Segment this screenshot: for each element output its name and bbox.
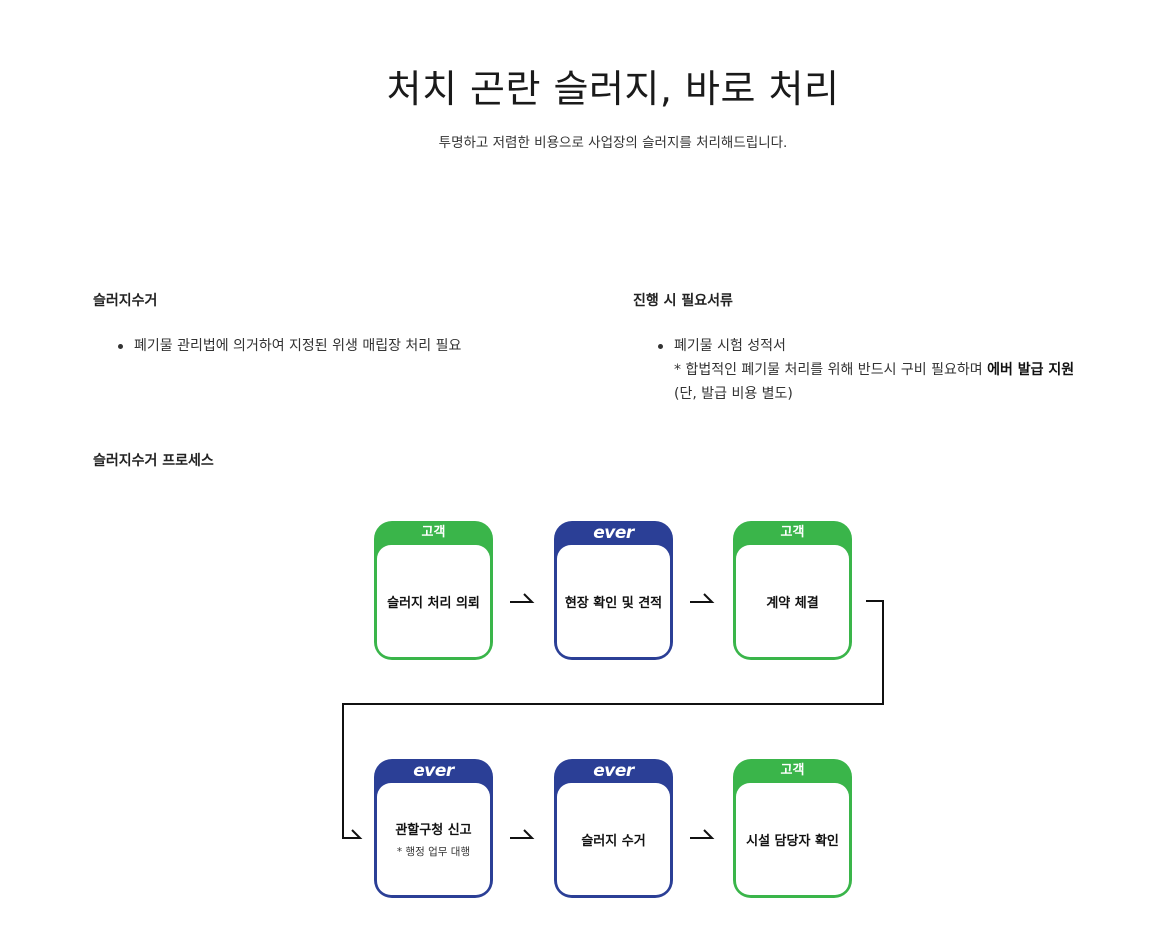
list-item: 폐기물 시험 성적서 * 합법적인 폐기물 처리를 위해 반드시 구비 필요하며… bbox=[654, 334, 1124, 406]
step-label: 관할구청 신고 bbox=[395, 823, 472, 838]
ever-logo: ever bbox=[413, 761, 454, 781]
step-label: 계약 체결 bbox=[766, 595, 819, 611]
arrow-1-2 bbox=[510, 593, 535, 603]
step-tag: 고객 bbox=[780, 763, 805, 778]
step-label: 시설 담당자 확인 bbox=[746, 833, 839, 849]
process-step: 고객 슬러지 처리 의뢰 bbox=[374, 521, 493, 660]
process-step: 고객 계약 체결 bbox=[733, 521, 852, 660]
process-step: ever 슬러지 수거 bbox=[554, 759, 673, 898]
row-connector bbox=[342, 600, 884, 839]
documents-heading: 진행 시 필요서류 bbox=[633, 293, 733, 309]
arrow-4-5 bbox=[510, 829, 535, 839]
document-note-text: * 합법적인 폐기물 처리를 위해 반드시 구비 필요하며 bbox=[674, 362, 988, 378]
step-label: 슬러지 처리 의뢰 bbox=[387, 595, 480, 611]
documents-list: 폐기물 시험 성적서 * 합법적인 폐기물 처리를 위해 반드시 구비 필요하며… bbox=[654, 334, 1124, 406]
step-tag: 고객 bbox=[421, 525, 446, 540]
arrow-2-3 bbox=[690, 593, 715, 603]
step-tag: 고객 bbox=[780, 525, 805, 540]
step-label: 슬러지 수거 bbox=[581, 833, 646, 849]
collection-list: 폐기물 관리법에 의거하여 지정된 위생 매립장 처리 필요 bbox=[114, 334, 554, 358]
arrow-5-6 bbox=[690, 829, 715, 839]
list-item: 폐기물 관리법에 의거하여 지정된 위생 매립장 처리 필요 bbox=[114, 334, 554, 358]
page-subtitle: 투명하고 저렴한 비용으로 사업장의 슬러지를 처리해드립니다. bbox=[438, 135, 788, 151]
ever-logo: ever bbox=[593, 523, 634, 543]
document-note-cost: (단, 발급 비용 별도) bbox=[674, 386, 793, 402]
process-step: ever 현장 확인 및 견적 bbox=[554, 521, 673, 660]
step-label: 현장 확인 및 견적 bbox=[564, 595, 663, 611]
process-step: 고객 시설 담당자 확인 bbox=[733, 759, 852, 898]
document-item: 폐기물 시험 성적서 bbox=[674, 338, 786, 354]
ever-logo: ever bbox=[593, 761, 634, 781]
document-note-highlight: 에버 발급 지원 bbox=[987, 362, 1075, 378]
step-note: * 행정 업무 대행 bbox=[396, 846, 471, 858]
collection-heading: 슬러지수거 bbox=[93, 293, 158, 309]
process-step: ever 관할구청 신고 * 행정 업무 대행 bbox=[374, 759, 493, 898]
process-heading: 슬러지수거 프로세스 bbox=[93, 453, 214, 469]
document-note: * 합법적인 폐기물 처리를 위해 반드시 구비 필요하며 에버 발급 지원 bbox=[674, 358, 1124, 382]
page-title: 처치 곤란 슬러지, 바로 처리 bbox=[386, 67, 840, 111]
